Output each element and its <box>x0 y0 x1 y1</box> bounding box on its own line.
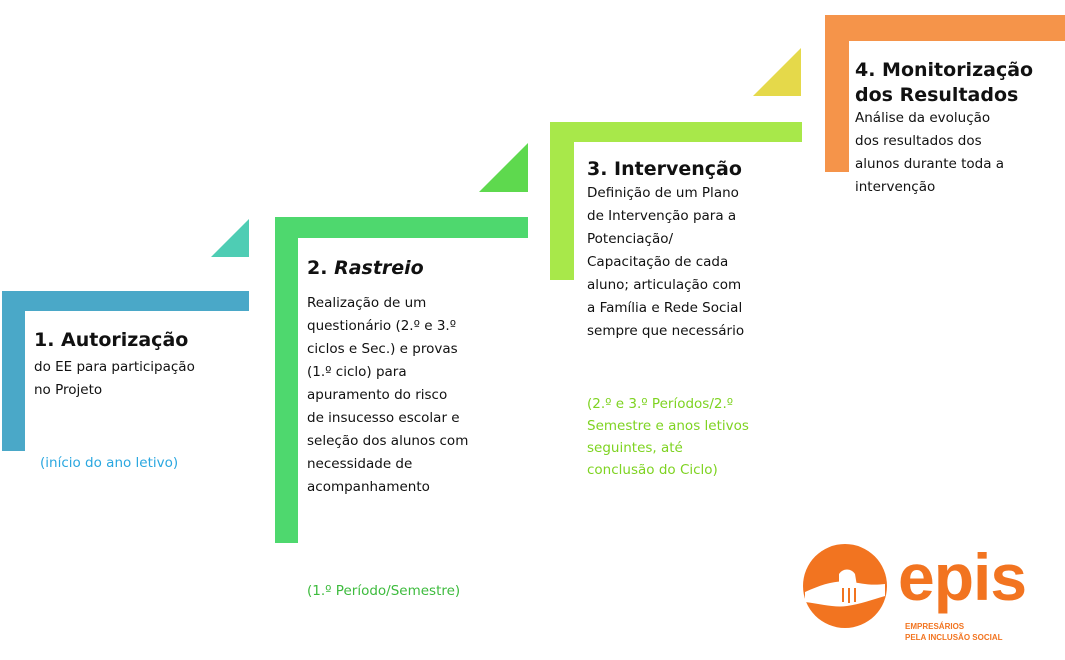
step4-bar-horizontal <box>825 15 1065 41</box>
logo-subtitle-line: EMPRESÁRIOS <box>905 622 965 631</box>
epis-logo: epis EMPRESÁRIOS PELA INCLUSÃO SOCIAL <box>795 540 1065 660</box>
step4-title: 4. Monitorização dos Resultados <box>855 58 1033 108</box>
step2-line: acompanhamento <box>307 479 430 495</box>
step1-arrow-triangle <box>211 219 249 257</box>
step3-line: Definição de um Plano <box>587 185 739 201</box>
step2-line: de insucesso escolar e <box>307 410 460 426</box>
step2-bar-horizontal <box>275 217 528 238</box>
step1-period: (início do ano letivo) <box>40 452 178 474</box>
step3-arrow-triangle <box>753 48 801 96</box>
step1-bar-vertical <box>2 291 25 451</box>
step4-title-line: 4. Monitorização <box>855 59 1034 81</box>
step2-period-line: (1.º Período/Semestre) <box>307 583 461 599</box>
step4-line: dos resultados dos <box>855 133 982 149</box>
step3-title: 3. Intervenção <box>587 158 742 180</box>
step3-line: sempre que necessário <box>587 323 745 339</box>
logo-wordmark: epis <box>898 540 1027 614</box>
step3-line: aluno; articulação com <box>587 277 742 293</box>
step1-line: no Projeto <box>34 382 103 398</box>
step3-period-line: conclusão do Ciclo) <box>587 462 718 478</box>
step2-line: questionário (2.º e 3.º <box>307 318 457 334</box>
hand-circle-icon <box>803 544 887 628</box>
step2-title-emphasis: Rastreio <box>334 257 424 279</box>
step1-period-line: (início do ano letivo) <box>40 455 179 471</box>
step3-period-line: Semestre e anos letivos <box>587 418 749 434</box>
step1-title: 1. Autorização <box>34 329 189 351</box>
step2-line: apuramento do risco <box>307 387 448 403</box>
step4-description: Análise da evolução dos resultados dos a… <box>855 107 1055 199</box>
step2-title-number: 2. <box>307 257 335 279</box>
step3-period-line: seguintes, até <box>587 440 683 456</box>
step1-line: do EE para participação <box>34 359 195 375</box>
step3-period-line: (2.º e 3.º Períodos/2.º <box>587 396 734 412</box>
step3-description: Definição de um Plano de Intervenção par… <box>587 182 812 343</box>
logo-subtitle-line: PELA INCLUSÃO SOCIAL <box>905 633 1003 642</box>
step4-line: intervenção <box>855 179 936 195</box>
step2-line: Realização de um <box>307 295 427 311</box>
step4-title-line: dos Resultados <box>855 84 1019 106</box>
step3-bar-vertical <box>550 122 574 280</box>
step2-line: seleção dos alunos com <box>307 433 469 449</box>
step2-arrow-triangle <box>479 143 528 192</box>
step3-line: Potenciação/ <box>587 231 674 247</box>
step3-line: Capacitação de cada <box>587 254 729 270</box>
step4-line: alunos durante toda a <box>855 156 1005 172</box>
step4-bar-vertical <box>825 15 849 172</box>
step2-line: (1.º ciclo) para <box>307 364 407 380</box>
step2-description: Realização de um questionário (2.º e 3.º… <box>307 292 537 499</box>
step1-description: do EE para participação no Projeto <box>34 356 244 402</box>
step2-bar-vertical <box>275 217 298 543</box>
step2-line: necessidade de <box>307 456 413 472</box>
step2-period: (1.º Período/Semestre) <box>307 580 460 602</box>
step4-line: Análise da evolução <box>855 110 991 126</box>
step3-bar-horizontal <box>550 122 802 142</box>
step3-period: (2.º e 3.º Períodos/2.º Semestre e anos … <box>587 393 812 481</box>
step3-line: de Intervenção para a <box>587 208 737 224</box>
step3-line: a Família e Rede Social <box>587 300 743 316</box>
step2-title: 2. Rastreio <box>307 256 424 280</box>
step1-bar-horizontal <box>2 291 249 311</box>
step2-line: ciclos e Sec.) e provas <box>307 341 458 357</box>
